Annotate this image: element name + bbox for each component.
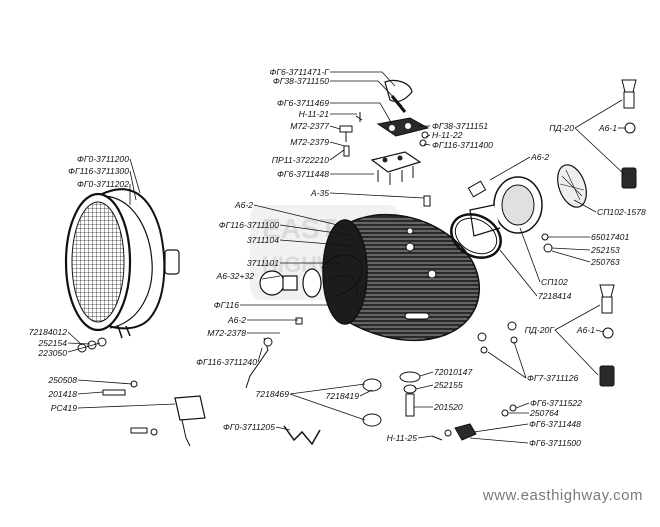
- label-l42: 65017401: [591, 232, 629, 242]
- label-l52: ФГ6-3711448: [529, 419, 581, 429]
- label-l20: М72-2378: [207, 328, 246, 338]
- label-l15: 3711104: [247, 235, 279, 245]
- watermark-url[interactable]: www.easthighway.com: [482, 487, 643, 504]
- label-l24: 72184012: [29, 327, 67, 337]
- label-l46: 7218414: [538, 291, 572, 301]
- indicator-lamp-top: [621, 79, 637, 189]
- label-l2: ФГ38-3711150: [273, 76, 329, 86]
- label-l37: Н-11-25: [387, 433, 418, 443]
- label-l30: РС419: [51, 403, 77, 413]
- label-l49: ФГ7-3711126: [527, 373, 579, 383]
- label-l25: 252154: [37, 338, 67, 348]
- label-l36: 201520: [433, 402, 463, 412]
- label-l7: ПР11-3722210: [272, 155, 329, 165]
- label-l45: СП102: [541, 277, 568, 287]
- speedometer-dial: [557, 164, 587, 208]
- headlight-body-shell: [321, 213, 481, 342]
- label-l47: ПД-20Г: [525, 325, 556, 335]
- label-l22: ФГ116-3711300: [68, 166, 129, 176]
- label-l31: 7218469: [256, 389, 290, 399]
- part-labels: ФГ6-3711471-Г ФГ38-3711150 ФГ6-3711469 Н…: [29, 67, 646, 448]
- label-l35: 252155: [433, 380, 463, 390]
- label-l19: А6-2: [227, 315, 246, 325]
- indicator-lamp-bottom: [599, 284, 615, 387]
- label-l4: Н-11-21: [299, 109, 330, 119]
- wire-clip: [283, 425, 321, 446]
- speedometer: [450, 176, 543, 259]
- label-l40: СП102-1578: [597, 207, 646, 217]
- label-l41: А6-2: [530, 152, 549, 162]
- label-l17: А6-32+32: [215, 271, 254, 281]
- label-l23: ФГ0-3711202: [77, 179, 129, 189]
- label-l29: 201418: [47, 389, 77, 399]
- label-l33: ФГ0-3711205: [223, 422, 275, 432]
- label-l50: ФГ6-3711522: [530, 398, 582, 408]
- label-l53: ФГ6-3711500: [529, 438, 581, 448]
- label-l3: ФГ6-3711469: [277, 98, 329, 108]
- label-l51: 250764: [529, 408, 559, 418]
- label-l10: Н-11-22: [432, 130, 463, 140]
- label-l26: 223050: [37, 348, 67, 358]
- label-l9: ФГ38-3711151: [432, 121, 488, 131]
- label-l14: ФГ116-3711100: [219, 220, 279, 230]
- label-l48: А6-1: [576, 325, 595, 335]
- svg-text:EAST: EAST: [262, 213, 337, 244]
- label-l13: А6-2: [234, 200, 253, 210]
- leader-lines: [67, 71, 626, 444]
- label-l43: 252153: [590, 245, 620, 255]
- small-hardware: [477, 233, 553, 417]
- label-l16: 3711101: [247, 258, 279, 268]
- label-l1: ФГ6-3711471-Г: [269, 67, 330, 77]
- lower-hardware: [77, 317, 303, 447]
- label-l32: 7218419: [326, 391, 360, 401]
- label-l5: М72-2377: [290, 121, 330, 131]
- label-l8: ФГ6-3711448: [277, 169, 329, 179]
- label-l21: ФГ0-3711200: [77, 154, 129, 164]
- switch-assembly: [370, 79, 430, 185]
- center-hardware: [362, 371, 477, 441]
- label-l38: ПД-20: [549, 123, 574, 133]
- top-screws: [339, 112, 431, 207]
- label-l39: А6-1: [598, 123, 617, 133]
- label-l34: 72010147: [434, 367, 473, 377]
- label-l18: ФГ116: [214, 300, 239, 310]
- label-l6: М72-2379: [290, 137, 329, 147]
- label-l27: ФГ116-3711240: [196, 357, 257, 367]
- label-l28: 250508: [47, 375, 77, 385]
- lamp-bulb: [259, 268, 322, 298]
- label-l12: А-35: [310, 188, 329, 198]
- label-l44: 250763: [590, 257, 620, 267]
- label-l11: ФГ116-3711400: [432, 140, 493, 150]
- headlight-rim-lens: [64, 188, 180, 339]
